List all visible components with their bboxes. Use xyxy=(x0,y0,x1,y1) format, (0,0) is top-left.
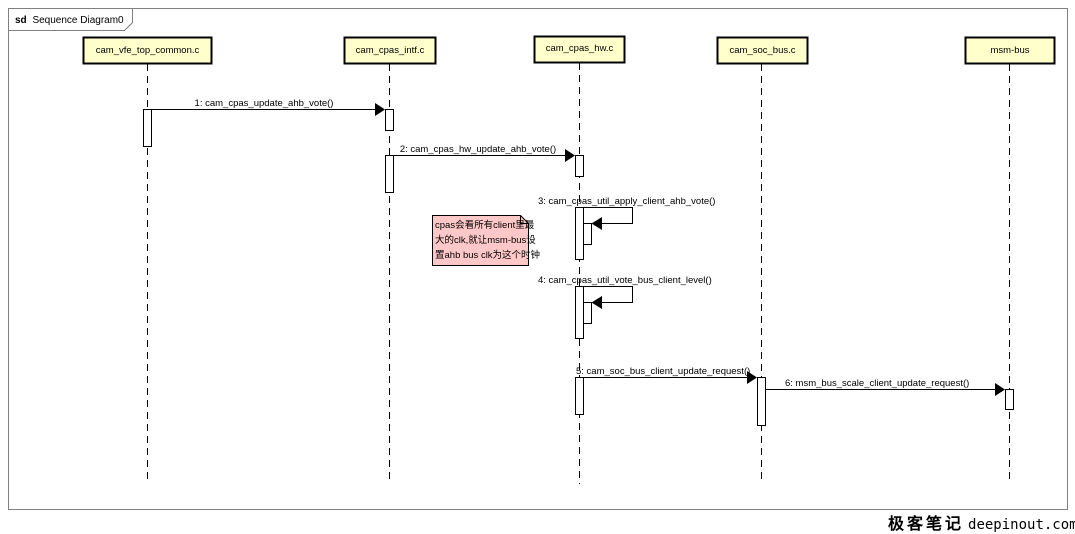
arrowhead-icon xyxy=(591,296,602,309)
activation-bar-hw-4 xyxy=(575,286,584,339)
diagram-frame xyxy=(8,8,1068,510)
lifeline-intf[interactable]: cam_cpas_intf.c xyxy=(343,36,437,65)
lifeline-soc[interactable]: cam_soc_bus.c xyxy=(716,36,809,65)
activation-bar-hw-5 xyxy=(575,377,584,415)
lifeline-label: msm-bus xyxy=(990,45,1029,56)
lifeline-label: cam_soc_bus.c xyxy=(729,45,795,56)
activation-bar-hw-1 xyxy=(575,155,584,177)
arrowhead-icon xyxy=(995,383,1005,396)
note-line: 置ahb bus clk为这个时钟 xyxy=(435,249,540,261)
lifeline-hw[interactable]: cam_cpas_hw.c xyxy=(533,35,626,64)
note-box[interactable] xyxy=(432,215,529,266)
frame-keyword: sd xyxy=(15,15,27,26)
arrowhead-icon xyxy=(591,217,602,230)
activation-bar-msm-1 xyxy=(1005,389,1014,410)
frame-title-text: Sequence Diagram0 xyxy=(32,15,124,26)
lifeline-head-box[interactable] xyxy=(343,36,437,65)
message-label: 1: cam_cpas_update_ahb_vote() xyxy=(195,98,334,109)
activation-bar-soc-1 xyxy=(757,377,766,426)
lifeline-head-box[interactable] xyxy=(533,35,626,64)
message-label: 6: msm_bus_scale_client_update_request() xyxy=(785,378,969,389)
lifeline-msm[interactable]: msm-bus xyxy=(964,36,1056,65)
note[interactable]: cpas会看所有client里最 大的clk,就让msm-bus设 置ahb b… xyxy=(432,215,541,266)
arrowhead-icon xyxy=(375,103,385,116)
activation-bar-hw-3 xyxy=(575,207,584,260)
arrowhead-icon xyxy=(565,149,575,162)
activation-bar-intf-1 xyxy=(385,109,394,131)
arrowhead-icon xyxy=(747,371,757,384)
message-arrow-line[interactable] xyxy=(583,207,633,224)
lifeline-vfe[interactable]: cam_vfe_top_common.c xyxy=(82,36,213,65)
message-1[interactable]: 1: cam_cpas_update_ahb_vote() xyxy=(151,98,386,116)
lifeline-label: cam_vfe_top_common.c xyxy=(96,45,200,56)
message-3[interactable]: 3: cam_cpas_util_apply_client_ahb_vote() xyxy=(538,196,715,230)
lifeline-head-box[interactable] xyxy=(716,36,809,65)
note-line: cpas会看所有client里最 xyxy=(435,219,535,231)
activation-bar-vfe-1 xyxy=(143,109,152,147)
activation-bars xyxy=(143,109,1014,426)
message-label: 5: cam_soc_bus_client_update_request() xyxy=(576,366,750,377)
activation-bar-intf-2 xyxy=(385,155,394,193)
activation-bar-hw-4-nested xyxy=(583,302,592,324)
message-label: 3: cam_cpas_util_apply_client_ahb_vote() xyxy=(538,196,715,207)
lifeline-head-box[interactable] xyxy=(82,36,213,65)
note-line: 大的clk,就让msm-bus设 xyxy=(435,234,536,246)
frame-title-tab xyxy=(8,8,133,31)
activation-bar-hw-3-nested xyxy=(583,223,592,245)
message-label: 2: cam_cpas_hw_update_ahb_vote() xyxy=(400,144,556,155)
message-label: 4: cam_cpas_util_vote_bus_client_level() xyxy=(538,275,712,286)
message-5[interactable]: 5: cam_soc_bus_client_update_request() xyxy=(576,366,757,384)
message-6[interactable]: 6: msm_bus_scale_client_update_request() xyxy=(765,378,1006,396)
lifeline-label: cam_cpas_intf.c xyxy=(356,45,425,56)
frame-title: sd Sequence Diagram0 xyxy=(15,15,124,26)
message-2[interactable]: 2: cam_cpas_hw_update_ahb_vote() xyxy=(393,144,576,162)
lifeline-head-box[interactable] xyxy=(964,36,1056,65)
message-4[interactable]: 4: cam_cpas_util_vote_bus_client_level() xyxy=(538,275,712,309)
lifeline-label: cam_cpas_hw.c xyxy=(546,43,614,54)
message-arrow-line[interactable] xyxy=(583,286,633,303)
watermark-en: deepinout.com xyxy=(968,517,1075,533)
note-fold-corner xyxy=(520,215,529,224)
watermark-cn: 极客笔记 xyxy=(888,514,965,533)
